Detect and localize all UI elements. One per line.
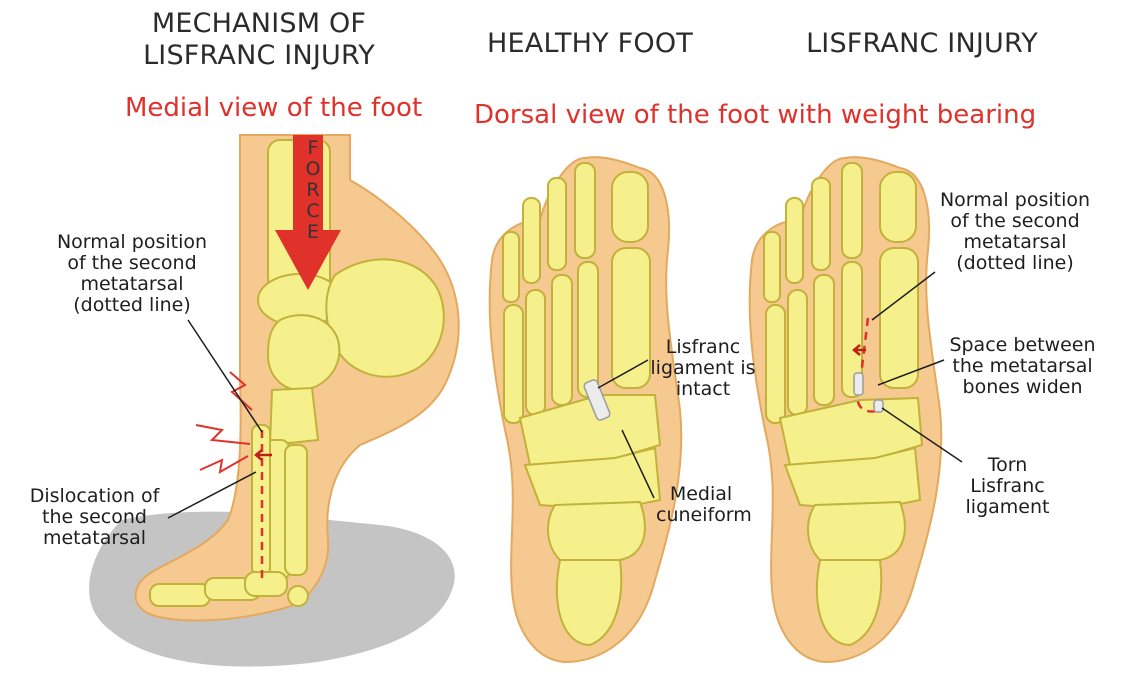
torn-ligament-fragment-1 [854, 373, 863, 395]
healthy-metatarsal-4 [526, 290, 545, 415]
healthy-metatarsal-5 [504, 305, 523, 423]
healthy-metatarsal-2 [578, 262, 598, 397]
calcaneus-bone [326, 259, 443, 376]
injured-metatarsal-1 [880, 248, 918, 388]
subtitle-dorsal-view: Dorsal view of the foot with weight bear… [474, 100, 1036, 130]
metatarsal-3 [285, 445, 307, 575]
injured-talus [808, 502, 905, 560]
title-lisfranc-injury: LISFRANC INJURY [792, 28, 1052, 60]
healthy-toe-3 [548, 178, 566, 270]
injured-toe-5 [764, 232, 780, 302]
label-ligament-intact: Lisfranc ligament is intact [648, 337, 758, 400]
force-label: FORCE [302, 138, 324, 243]
injured-toe-1 [880, 172, 916, 242]
label-normal-position-right: Normal position of the second metatarsal… [935, 190, 1095, 274]
subtitle-medial-view: Medial view of the foot [125, 93, 422, 123]
healthy-toe-2 [575, 163, 595, 258]
sesamoid-bone [288, 586, 308, 606]
injured-toe-4 [786, 198, 803, 283]
injured-metatarsal-3 [814, 275, 834, 405]
title-healthy-foot: HEALTHY FOOT [455, 28, 725, 60]
injured-toe-2 [842, 163, 862, 258]
torn-ligament-fragment-2 [874, 400, 883, 412]
healthy-toe-4 [523, 198, 540, 283]
healthy-talus [548, 502, 645, 560]
label-space-widen: Space between the metatarsal bones widen [940, 335, 1105, 398]
toe-phalanx-1 [150, 584, 210, 606]
healthy-metatarsal-3 [552, 275, 572, 405]
label-medial-cuneiform: Medial cuneiform [656, 484, 746, 526]
healthy-metatarsal-1 [612, 248, 650, 388]
title-mechanism: MECHANISM OF LISFRANC INJURY [124, 8, 394, 72]
injured-toe-3 [812, 178, 830, 270]
label-torn-ligament: Torn Lisfranc ligament [960, 455, 1055, 518]
injured-metatarsal-4 [788, 290, 807, 415]
label-normal-position-left: Normal position of the second metatarsal… [52, 232, 212, 316]
cuneiform-bone [270, 388, 318, 445]
label-dislocation: Dislocation of the second metatarsal [22, 486, 167, 549]
injured-metatarsal-5 [766, 305, 785, 423]
healthy-toe-1 [612, 172, 648, 242]
healthy-toe-5 [503, 232, 519, 302]
toe-phalanx-3 [245, 572, 287, 596]
